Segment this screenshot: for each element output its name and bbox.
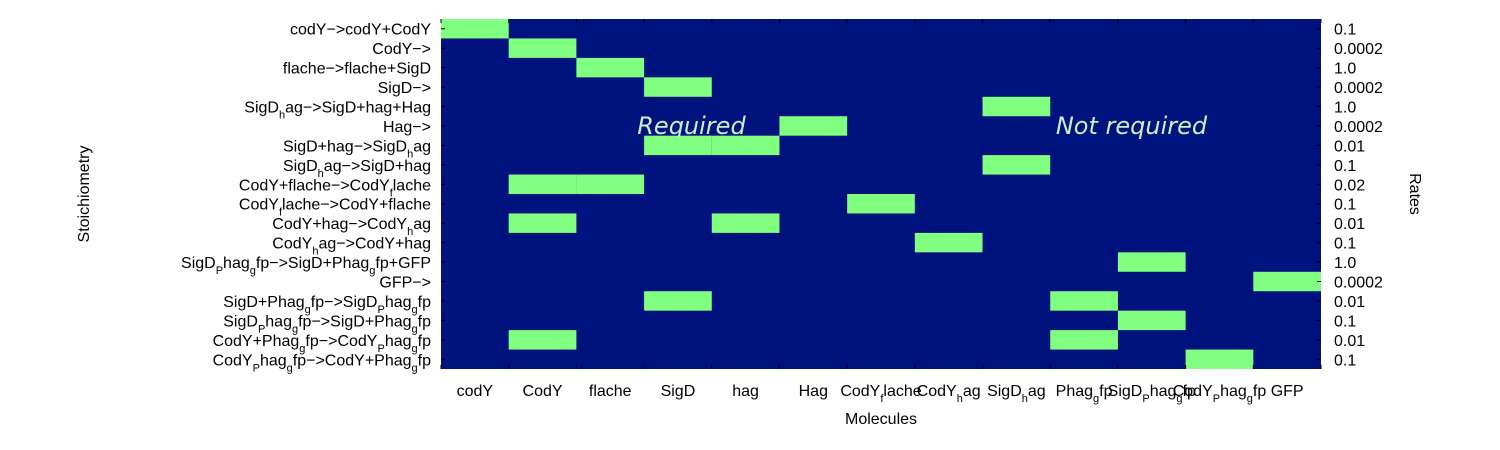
molecule-label: SigD <box>661 383 696 400</box>
heatmap-cell <box>1253 271 1321 292</box>
reaction-label: SigD−> <box>378 80 431 97</box>
rate-label: 0.1 <box>1334 22 1356 39</box>
heatmap-cell <box>644 77 712 97</box>
rate-label: 0.1 <box>1334 158 1356 175</box>
reaction-label: CodYflache−>CodY+flache <box>239 197 431 219</box>
reaction-label: CodYhag−>CodY+hag <box>272 236 431 258</box>
annotations: Required Not required <box>637 112 1208 140</box>
rate-labels: 0.1 0.0002 1.0 0.0002 1.0 0.0002 0.01 0.1 0.02 0.… <box>1334 22 1383 370</box>
right-axis-title: Rates <box>1406 173 1423 215</box>
rate-label: 0.0002 <box>1334 119 1383 136</box>
rate-label: 1.0 <box>1334 61 1356 78</box>
reaction-label: Hag−> <box>383 119 431 136</box>
reaction-label: flache−>flache+SigD <box>283 61 431 78</box>
heatmap-cell <box>711 213 780 233</box>
heatmap-cell <box>1050 330 1118 350</box>
heatmap-cells <box>441 19 1321 369</box>
heatmap-cell <box>982 96 1051 117</box>
heatmap-cell <box>1050 291 1118 311</box>
reaction-label: SigDhag−>SigD+hag+Hag <box>244 100 431 122</box>
heatmap-cell <box>508 213 577 233</box>
annotation-label: Required <box>637 112 746 140</box>
reaction-labels: codY−>codY+CodY CodY−> flache−>flache+SigD… <box>181 22 431 375</box>
annotation-label: Not required <box>1056 112 1208 140</box>
reaction-label: SigDPhaggfp−>SigD+Phaggfp <box>223 313 431 335</box>
rate-label: 0.02 <box>1334 177 1365 194</box>
reaction-label: codY−>codY+CodY <box>290 22 431 39</box>
rate-label: 0.0002 <box>1334 80 1383 97</box>
heatmap-cell <box>1185 349 1254 369</box>
x-axis-title: Molecules <box>845 411 917 428</box>
rate-label: 1.0 <box>1334 100 1356 117</box>
rate-label: 0.01 <box>1334 294 1365 311</box>
heatmap-cell <box>508 38 577 58</box>
reaction-label: SigDPhaggfp−>SigD+Phaggfp+GFP <box>181 255 431 277</box>
tick-marks <box>440 19 1322 369</box>
molecule-label: SigDhag <box>987 383 1046 405</box>
molecule-label: CodYPhaggfp <box>1173 383 1267 405</box>
heatmap-cell <box>508 174 577 194</box>
reaction-label: CodY+flache−>CodYflache <box>239 177 431 199</box>
molecule-label: codY <box>457 383 494 400</box>
rate-label: 0.0002 <box>1334 41 1383 58</box>
rate-label: 0.1 <box>1334 352 1356 369</box>
molecule-label: CodYhag <box>917 383 981 405</box>
heatmap-cell <box>779 116 848 136</box>
reaction-label: GFP−> <box>379 275 431 292</box>
heatmap-cell <box>576 174 645 194</box>
molecule-label: GFP <box>1271 383 1304 400</box>
rate-label: 0.1 <box>1334 197 1356 214</box>
reaction-label: SigD+hag−>SigDhag <box>283 138 431 160</box>
molecule-label: CodYflache <box>840 383 921 405</box>
molecule-label: CodY <box>523 383 563 400</box>
reaction-label: CodY+hag−>CodYhag <box>272 216 431 238</box>
heatmap-cell <box>914 232 983 253</box>
rate-label: 0.1 <box>1334 236 1356 253</box>
heatmap-cell <box>644 291 712 311</box>
rate-label: 0.01 <box>1334 138 1365 155</box>
rate-label: 1.0 <box>1334 255 1356 272</box>
reaction-label: CodY+Phaggfp−>CodYPhaggfp <box>213 333 432 355</box>
molecule-label: hag <box>732 383 759 400</box>
heatmap-cell <box>644 135 712 156</box>
rate-label: 0.0002 <box>1334 275 1383 292</box>
reaction-label: CodY−> <box>372 41 431 58</box>
reaction-label: SigDhag−>SigD+hag <box>283 158 431 180</box>
molecule-label: SigDPhaggfp <box>1108 383 1196 405</box>
molecule-label: Phaggfp <box>1056 383 1113 405</box>
molecule-label: Hag <box>799 383 828 400</box>
reaction-label: CodYPhaggfp−>CodY+Phaggfp <box>213 352 432 374</box>
rate-label: 0.1 <box>1334 313 1356 330</box>
molecule-label: flache <box>589 383 632 400</box>
y-axis-title: Stoichiometry <box>76 146 93 243</box>
heatmap-cell <box>982 155 1051 175</box>
reaction-label: SigD+Phaggfp−>SigDPhaggfp <box>223 294 431 316</box>
heatmap-cell <box>576 57 645 78</box>
rate-label: 0.01 <box>1334 216 1365 233</box>
rate-label: 0.01 <box>1334 333 1365 350</box>
heatmap-cell <box>711 135 780 156</box>
heatmap-cell <box>847 194 915 214</box>
heatmap-cell <box>441 19 509 39</box>
heatmap-cell <box>1117 252 1186 272</box>
heatmap-cell <box>508 330 577 350</box>
heatmap-cell <box>1117 310 1186 331</box>
